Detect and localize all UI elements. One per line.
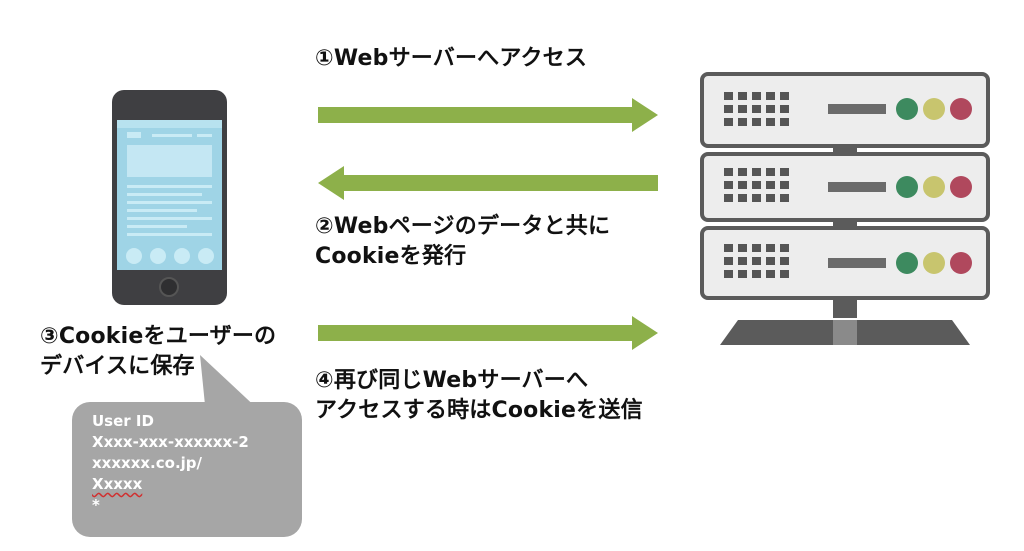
smartphone-icon [112, 90, 227, 305]
step2-text-line2: Cookieを発行 [315, 244, 467, 269]
cookie-speech-bubble [72, 402, 302, 537]
step2-label: ②Webページのデータと共に Cookieを発行 [315, 212, 610, 272]
cookie-line-path: Xxxxx [92, 475, 143, 493]
step4-text-line2: アクセスする時はCookieを送信 [315, 398, 643, 423]
arrow-request [318, 98, 658, 132]
arrow-send-cookie [318, 316, 658, 350]
step4-text-line1: ④再び同じWebサーバーへ [315, 368, 589, 393]
step1-label: ①Webサーバーへアクセス [315, 44, 587, 74]
step3-label: ③Cookieをユーザーの デバイスに保存 [40, 322, 276, 382]
step4-label: ④再び同じWebサーバーへ アクセスする時はCookieを送信 [315, 366, 643, 426]
server-unit-middle [700, 152, 990, 222]
cookie-line-id-value: Xxxx-xxx-xxxxxx-2 [92, 433, 249, 451]
cookie-contents: User ID Xxxx-xxx-xxxxxx-2 xxxxxx.co.jp/ … [92, 411, 249, 516]
cookie-line-user-id: User ID [92, 412, 154, 430]
step2-text-line1: ②Webページのデータと共に [315, 214, 611, 239]
arrow-response [318, 166, 658, 200]
cookie-line-domain: xxxxxx.co.jp/ [92, 454, 203, 472]
server-rack-icon [700, 72, 990, 345]
step3-text-line1: ③Cookieをユーザーの [40, 324, 277, 349]
server-unit-bottom [700, 226, 990, 300]
step1-text: ①Webサーバーへアクセス [315, 46, 588, 71]
cookie-line-wildcard: * [92, 496, 100, 514]
step3-text-line2: デバイスに保存 [40, 354, 195, 379]
server-unit-top [700, 72, 990, 148]
